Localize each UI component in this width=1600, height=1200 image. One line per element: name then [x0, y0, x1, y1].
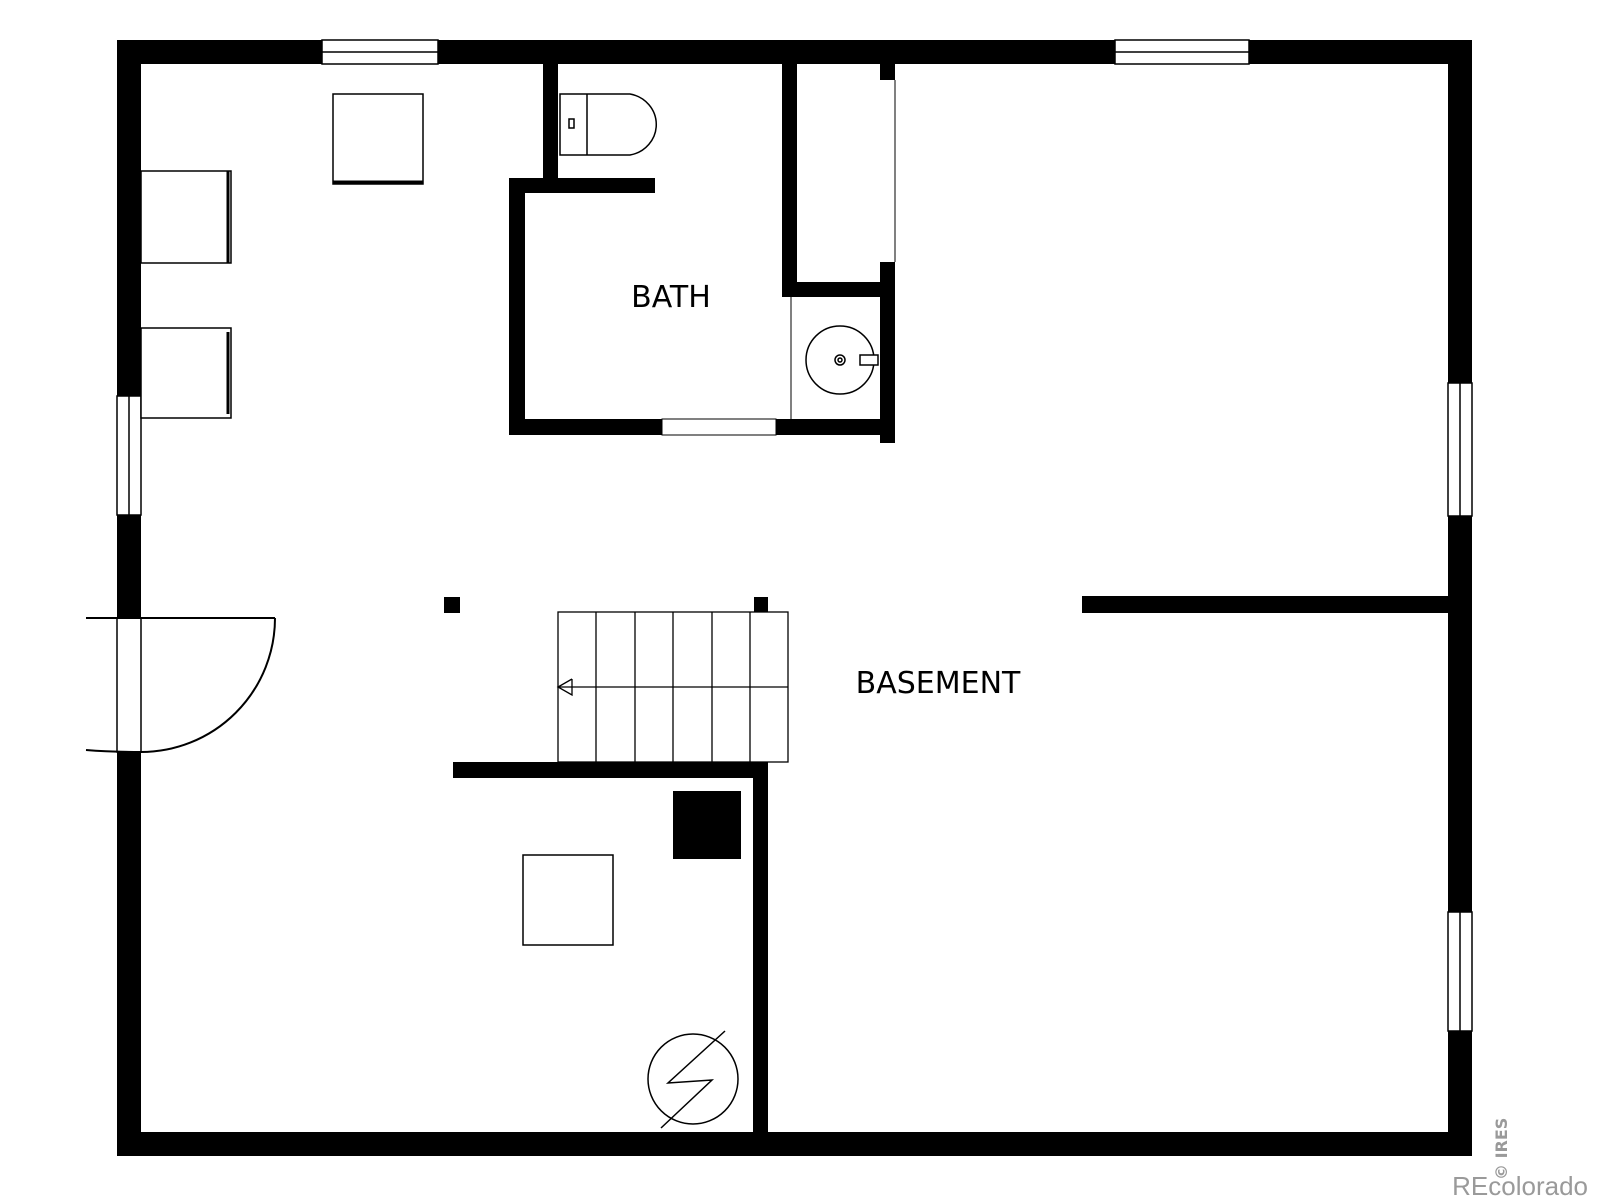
furnace-unit [673, 791, 741, 859]
support-post-right [754, 597, 768, 613]
interior-walls [444, 40, 1448, 1134]
door-swing-arc [140, 617, 276, 753]
appliances [140, 93, 614, 946]
window-east-upper [1447, 382, 1473, 517]
staircase [556, 611, 789, 763]
closet-east-wall-lower [880, 262, 895, 443]
watermark-brand: REcolorado [1452, 1171, 1588, 1200]
bath-south-wall-left [509, 419, 662, 435]
east-partition-wall [1082, 596, 1448, 613]
windows [116, 39, 1473, 1032]
window-west [116, 395, 142, 516]
window-north-right [1114, 39, 1250, 65]
utility-east-wall [753, 762, 768, 1134]
south-wall [117, 1132, 1472, 1156]
toilet [559, 93, 657, 156]
stair-landing-wall [453, 762, 768, 778]
openings [661, 80, 896, 436]
toilet-flush [568, 118, 575, 129]
room-label-basement: BASEMENT [856, 666, 1021, 701]
sink-faucet [859, 354, 879, 366]
lightning-icon [660, 1030, 726, 1129]
toilet-alcove-wall [543, 40, 558, 181]
watermark-ires: © IRES [1492, 1118, 1511, 1180]
appliance-square-bottom [522, 854, 614, 946]
bath-west-wall [509, 178, 525, 435]
window-north-left [321, 39, 439, 65]
west-wall [117, 40, 141, 1156]
closet-east-wall-top [880, 64, 895, 80]
appliance-square-top [332, 93, 424, 185]
room-label-bath: BATH [631, 280, 711, 315]
bath-south-wall-right [776, 419, 881, 435]
north-wall [117, 40, 1472, 64]
sink [805, 325, 879, 395]
washer [140, 170, 232, 264]
dryer [140, 327, 232, 419]
bath-top-wall [509, 178, 655, 193]
stair-arrow-icon [556, 678, 573, 697]
water-heater [647, 1030, 739, 1129]
water-heater-tank [647, 1033, 739, 1125]
toilet-bowl [559, 93, 657, 156]
support-post-left [444, 597, 460, 613]
closet-south-wall [782, 282, 895, 297]
bath-doorway [661, 418, 777, 436]
door-outer-arc [85, 749, 142, 753]
exterior-door [85, 617, 276, 753]
window-east-lower [1447, 911, 1473, 1032]
closet-west-wall [782, 64, 797, 297]
